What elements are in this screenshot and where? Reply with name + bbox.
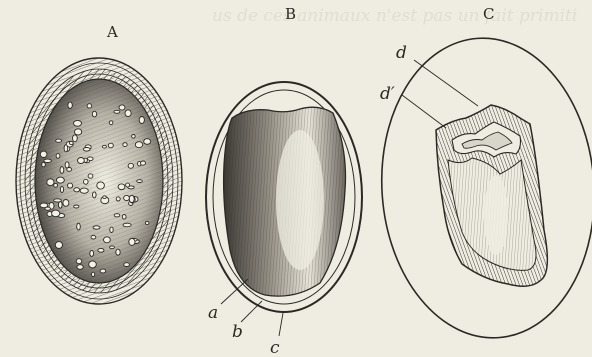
callout-label-d-prime: d′	[380, 84, 395, 104]
callout-label-d: d	[396, 43, 407, 63]
panel-label-a: A	[106, 23, 118, 41]
panel-c-figure: d d′	[372, 31, 592, 345]
panel-label-b: B	[285, 5, 297, 23]
panel-label-c: C	[483, 5, 495, 23]
panel-b-figure: a b c	[206, 82, 362, 357]
bleed-through-text: us de ces animaux n'est pas un fait prim…	[212, 6, 577, 26]
panel-a-figure	[16, 58, 182, 304]
callout-label-c: c	[270, 338, 280, 357]
callout-label-b: b	[232, 322, 243, 342]
callout-label-a: a	[208, 303, 218, 323]
